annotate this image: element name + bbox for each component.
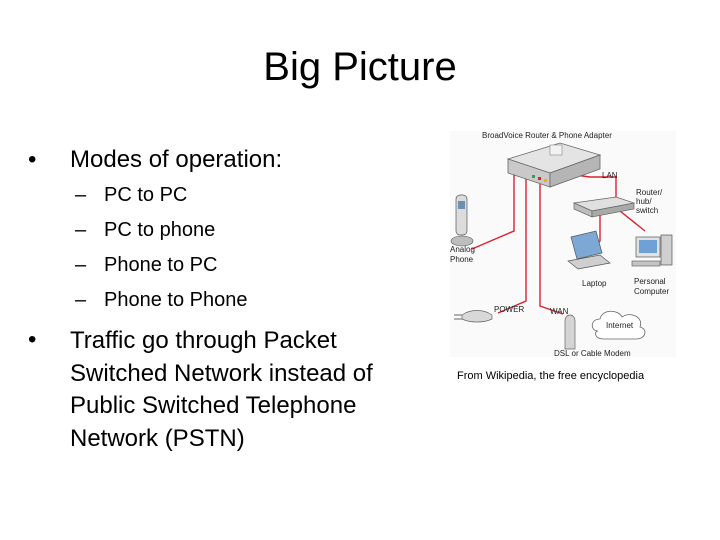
label-analog-1: Analog: [450, 245, 475, 254]
bullet-marker: •: [28, 146, 37, 173]
bullet-line: Network (PSTN): [70, 424, 245, 452]
label-pc-1: Personal: [634, 277, 666, 286]
sub-marker: –: [75, 289, 87, 311]
figure-caption: From Wikipedia, the free encyclopedia: [457, 370, 645, 382]
internet-cloud-icon: [591, 310, 646, 340]
figure-header: BroadVoice Router & Phone Adapter: [482, 131, 612, 140]
label-router-2: hub/: [636, 197, 652, 206]
bullet-marker: •: [28, 326, 37, 353]
label-pc-2: Computer: [634, 287, 669, 296]
label-wan: WAN: [550, 307, 569, 316]
label-router-1: Router/: [636, 188, 663, 197]
cable-phone: [471, 173, 515, 250]
computer-icon: [631, 234, 673, 267]
sub-text: PC to PC: [104, 184, 188, 206]
label-laptop: Laptop: [582, 279, 607, 288]
label-router-3: switch: [636, 206, 658, 215]
bullet-line: Public Switched Telephone: [70, 392, 357, 419]
label-analog-2: Phone: [450, 255, 474, 264]
power-plug-icon: [454, 310, 493, 323]
bullet-line: Traffic go through Packet: [70, 327, 337, 354]
analog-phone-icon: [450, 194, 474, 247]
sub-marker: –: [75, 184, 87, 206]
cable-pc: [619, 210, 646, 232]
network-diagram-svg: BroadVoice Router & Phone Adapter LAN: [450, 131, 673, 357]
sub-marker: –: [75, 219, 87, 241]
bullet-text: Traffic go through Packet Switched Netwo…: [70, 325, 373, 455]
label-power: POWER: [494, 305, 524, 314]
label-modem: DSL or Cable Modem: [554, 349, 631, 357]
sub-text: PC to phone: [104, 219, 216, 241]
sub-text: Phone to PC: [104, 254, 218, 276]
network-diagram: BroadVoice Router & Phone Adapter LAN: [450, 131, 676, 357]
bullet-text: Modes of operation:: [70, 146, 283, 173]
laptop-icon: [567, 230, 611, 270]
cable-wan: [539, 173, 564, 315]
bullet-line: Switched Network instead of: [70, 359, 373, 387]
router-adapter: [506, 142, 602, 188]
cables: [471, 172, 646, 315]
slide-title: Big Picture: [263, 45, 457, 89]
label-internet: Internet: [606, 321, 634, 330]
sub-marker: –: [75, 254, 87, 276]
modem-icon: [564, 314, 576, 350]
switch-device: [572, 196, 636, 218]
cable-power: [497, 173, 527, 314]
sub-text: Phone to Phone: [104, 289, 248, 311]
label-lan: LAN: [602, 171, 618, 180]
